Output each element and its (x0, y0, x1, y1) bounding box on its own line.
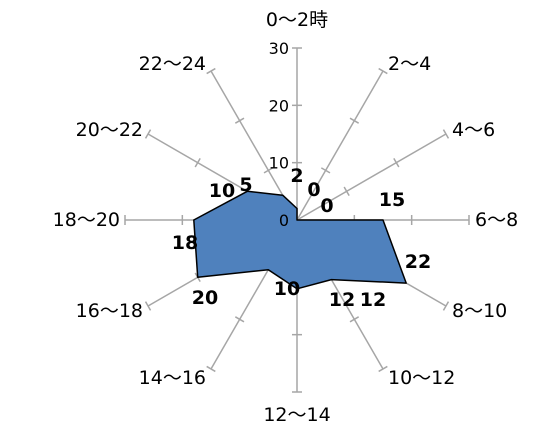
radar-category-labels: 0～2時 2～4 4～6 6～8 8～10 10～12 12～14 14～16 16～18 18～… (53, 9, 519, 426)
radar-category-label-11: 22～24 (139, 53, 206, 75)
radar-category-label-3: 6～8 (475, 209, 518, 231)
radar-tick-mark-2-2 (393, 157, 400, 168)
radar-tick-label-30: 30 (269, 39, 289, 58)
radar-tick-mark-2-1 (343, 186, 350, 197)
radar-tick-mark-11-3 (206, 67, 216, 75)
radar-category-label-10: 20～22 (76, 119, 143, 141)
radar-tick-mark-8-3 (144, 301, 152, 311)
radar-data-label-2: 0 (320, 195, 333, 217)
radar-tick-mark-5-3 (378, 365, 388, 373)
radar-tick-mark-11-1 (263, 167, 274, 174)
radar-tick-mark-7-3 (206, 365, 216, 373)
radar-category-label-7: 14～16 (139, 367, 206, 389)
radar-data-label-8: 20 (192, 287, 218, 309)
radar-tick-labels: 0 10 20 30 (269, 39, 289, 230)
radar-tick-mark-2-3 (442, 129, 450, 139)
radar-data-label-3: 15 (379, 189, 405, 211)
radar-data-label-5: 12 (329, 289, 355, 311)
radar-series (193, 190, 407, 290)
radar-spoke-2 (296, 133, 447, 221)
radar-tick-label-20: 20 (269, 96, 289, 115)
radar-data-label-1: 0 (307, 179, 320, 201)
radar-tick-mark-1-1 (320, 167, 331, 174)
radar-tick-mark-11-2 (234, 117, 245, 124)
radar-data-label-4: 22 (405, 251, 431, 273)
radar-category-label-0: 0～2時 (266, 9, 328, 31)
radar-tick-mark-1-2 (349, 117, 360, 124)
radar-data-label-11: 5 (239, 174, 252, 196)
radar-tick-mark-1-3 (378, 67, 388, 75)
radar-category-label-8: 16～18 (76, 300, 143, 322)
radar-category-label-1: 2～4 (388, 53, 431, 75)
radar-tick-mark-10-3 (144, 129, 152, 139)
radar-category-label-2: 4～6 (452, 119, 495, 141)
radar-spoke-1 (296, 70, 384, 221)
radar-data-label-10: 10 (209, 180, 235, 202)
radar-tick-mark-5-2 (349, 316, 360, 323)
radar-tick-mark-4-3 (442, 301, 450, 311)
radar-tick-mark-10-2 (194, 157, 201, 168)
radar-tick-mark-7-2 (234, 316, 245, 323)
radar-series-area (193, 190, 407, 290)
radar-category-label-4: 8～10 (452, 300, 507, 322)
radar-tick-label-0: 0 (279, 211, 289, 230)
radar-data-label-0: 2 (290, 165, 303, 187)
radar-data-label-6: 12 (360, 289, 386, 311)
radar-category-label-6: 12～14 (263, 404, 330, 426)
radar-data-label-9: 18 (172, 232, 198, 254)
radar-data-label-7: 10 (274, 278, 300, 300)
radar-category-label-9: 18～20 (53, 209, 120, 231)
radar-tick-label-10: 10 (269, 154, 289, 173)
radar-category-label-5: 10～12 (388, 367, 455, 389)
